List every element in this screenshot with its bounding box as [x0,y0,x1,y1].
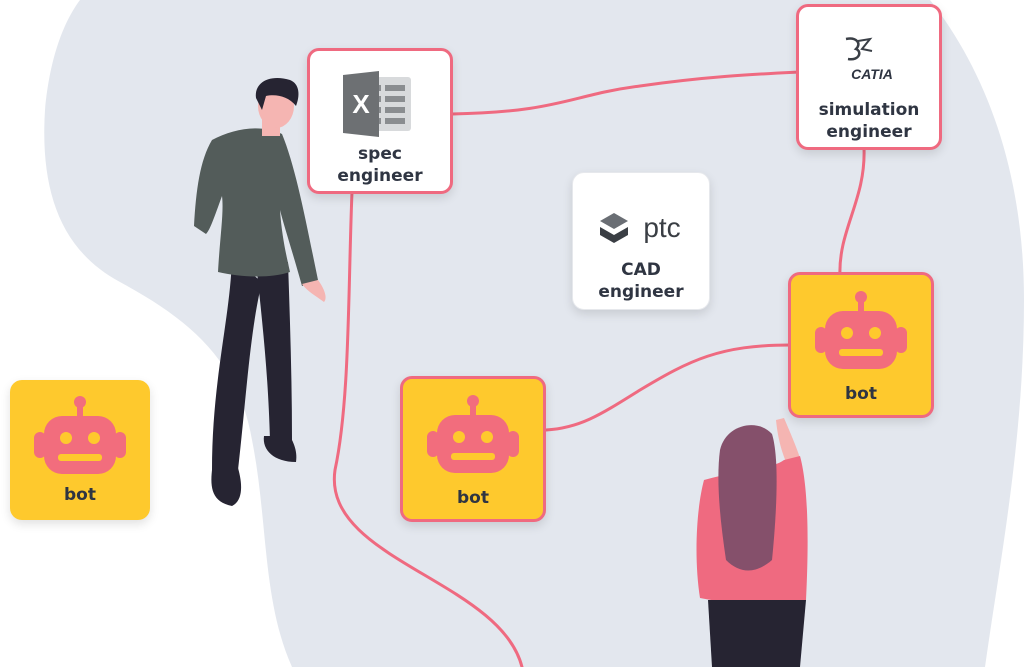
bot-card-right[interactable]: bot [788,272,934,418]
connector-spec-bottom [332,190,524,667]
robot-icon [34,396,126,474]
catia-icon: CATIA [845,37,893,82]
bot-card-center[interactable]: bot [400,376,546,522]
simulation-label-line2: engineer [826,122,912,142]
man-figure [194,78,326,506]
cad-label-line2: engineer [598,282,684,302]
connector-simulation-bot-right [838,146,866,278]
connectors [332,70,866,667]
cad-label-line1: CAD [621,260,661,280]
bot-right-label: bot [845,384,877,404]
bot-left-label: bot [64,485,96,505]
simulation-label-line1: simulation [818,100,920,120]
spec-label-line1: spec [358,144,402,164]
cad-engineer-card[interactable]: ptc CAD engineer [572,172,710,310]
ptc-logo-text: ptc [643,212,680,243]
connector-bot-right-bot-center [544,343,792,432]
robot-icon [815,291,907,369]
catia-logo-text: CATIA [851,66,893,82]
excel-icon: X [343,71,411,137]
simulation-engineer-card[interactable]: CATIA simulation engineer [796,4,942,150]
spec-engineer-card[interactable]: X spec engineer [307,48,453,194]
bot-center-label: bot [457,488,489,508]
connector-spec-simulation [450,70,802,116]
spec-label-line2: engineer [337,166,423,186]
woman-figure [696,418,808,667]
bot-card-left[interactable]: bot [10,380,150,520]
svg-text:X: X [352,89,370,119]
robot-icon [427,395,519,473]
ptc-icon: ptc [600,212,681,243]
